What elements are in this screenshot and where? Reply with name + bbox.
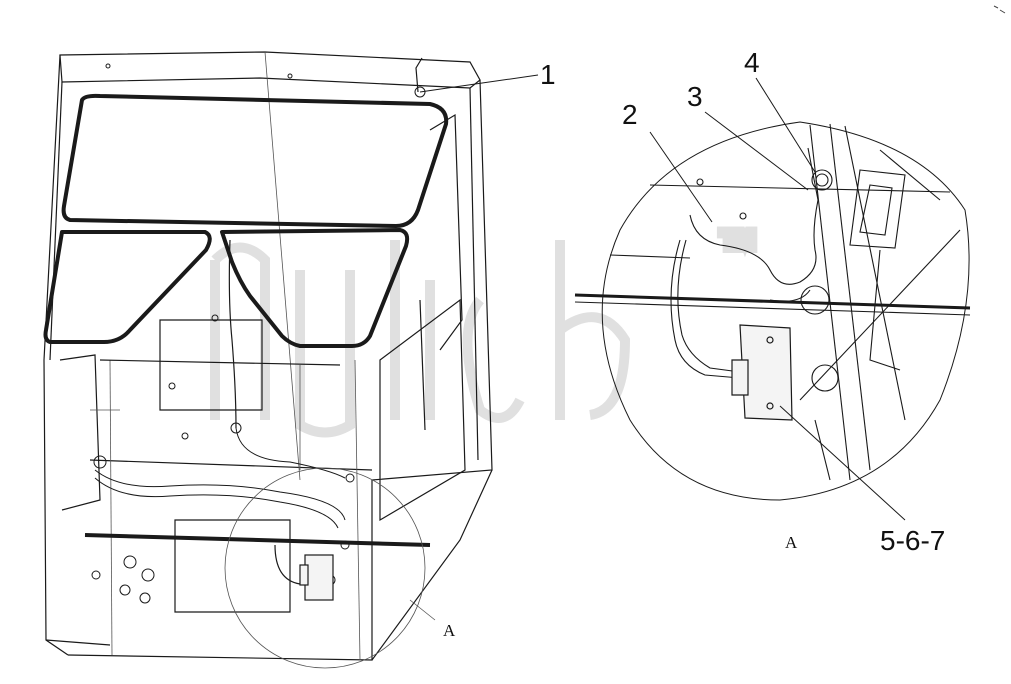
callout-5-6-7: 5-6-7 [880,525,945,556]
detail-device [731,324,793,421]
floor-harness [84,427,431,547]
corner-mark [993,5,1006,14]
view-circle-main [224,467,426,669]
callout-4: 4 [744,47,760,78]
view-label-detail: A [785,533,798,552]
view-label-main: A [443,621,456,640]
cable-1 [228,57,423,585]
leader-lines [419,74,906,521]
window-seals [43,93,449,348]
watermark-tm: TM [721,229,754,254]
callout-3: 3 [687,81,703,112]
callout-2: 2 [622,99,638,130]
main-device [299,554,334,601]
mounting-holes [91,63,426,604]
callout-1: 1 [540,59,556,90]
detail-view [574,121,971,501]
